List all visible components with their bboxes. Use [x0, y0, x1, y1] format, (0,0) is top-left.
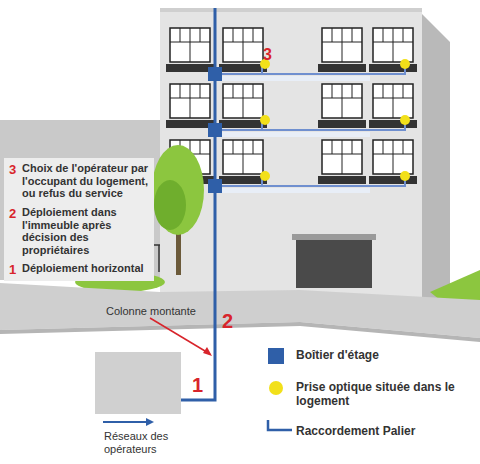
curb [0, 322, 480, 342]
window [373, 28, 413, 62]
riser-column [181, 8, 215, 400]
corridor [210, 76, 370, 81]
step-row: 1Déploiement horizontal [9, 262, 149, 277]
legend-swatch [269, 381, 283, 395]
window-frame [223, 140, 263, 174]
legend-swatch [268, 348, 284, 364]
facade [160, 8, 422, 300]
step-row: 2Déploiement dans l'immeuble après décis… [9, 206, 149, 257]
window [223, 28, 263, 62]
legend-panel: 3Choix de l'opérateur par l'occupant du … [4, 158, 154, 281]
callout-number: 3 [9, 162, 22, 177]
legend-line-sample [268, 420, 292, 430]
side-wall [420, 12, 450, 300]
window-frame [170, 84, 210, 118]
window [322, 140, 362, 174]
callout-number: 1 [9, 262, 22, 277]
callout-number: 2 [222, 310, 233, 333]
balcony [219, 120, 267, 128]
balcony [318, 64, 366, 72]
balcony [318, 176, 366, 184]
window [223, 140, 263, 174]
callout-number: 1 [192, 374, 203, 397]
network-arrow [103, 421, 148, 423]
window-frame [170, 28, 210, 62]
floor-box [208, 67, 222, 81]
balcony [219, 64, 267, 72]
step-text: Choix de l'opérateur par l'occupant du l… [22, 162, 149, 200]
optical-outlet [400, 59, 410, 69]
landing-cable [215, 66, 405, 74]
legend-text: Raccordement Palier [296, 425, 466, 439]
balcony [318, 120, 366, 128]
window-frame [223, 28, 263, 62]
callout-number: 3 [263, 46, 272, 64]
landing-cable [215, 178, 405, 186]
optical-outlet [260, 171, 270, 181]
garage-door [296, 238, 372, 288]
corridor [210, 132, 370, 137]
window-frame [373, 140, 413, 174]
tree-crown [154, 180, 186, 230]
window-frame [322, 28, 362, 62]
balcony [166, 64, 214, 72]
balcony [166, 120, 214, 128]
window-frame [373, 84, 413, 118]
legend-text: Boîtier d'étage [296, 349, 466, 363]
windows [166, 28, 417, 184]
window [170, 28, 210, 62]
step-text: Déploiement dans l'immeuble après décisi… [22, 206, 149, 257]
garage-lintel [292, 234, 376, 240]
floor-box [208, 179, 222, 193]
optical-outlet [260, 115, 270, 125]
balcony [219, 176, 267, 184]
leader-arrowhead [203, 347, 212, 356]
landing-cable [215, 122, 405, 130]
callout-number: 2 [9, 206, 22, 221]
window [373, 84, 413, 118]
roof-edge [160, 8, 422, 12]
step-text: Déploiement horizontal [22, 262, 144, 275]
legend-text: Prise optique située dans le logement [296, 381, 466, 409]
grass [430, 270, 480, 300]
step-row: 3Choix de l'opérateur par l'occupant du … [9, 162, 149, 200]
window-frame [373, 28, 413, 62]
leader-line [150, 318, 210, 354]
window [322, 28, 362, 62]
landing-connections [208, 59, 410, 193]
window-frame [322, 140, 362, 174]
corridor [210, 188, 370, 193]
floor-box [208, 123, 222, 137]
window-frame [322, 84, 362, 118]
window [322, 84, 362, 118]
optical-outlet [400, 115, 410, 125]
optical-outlet [400, 171, 410, 181]
riser-label: Colonne montante [104, 305, 198, 317]
window [223, 84, 263, 118]
network-label: Réseaux des opérateurs [104, 430, 194, 455]
window-frame [223, 84, 263, 118]
window [170, 84, 210, 118]
operator-network-box [95, 352, 181, 414]
network-arrowhead [146, 418, 154, 426]
window [373, 140, 413, 174]
tree-crown [152, 145, 204, 235]
